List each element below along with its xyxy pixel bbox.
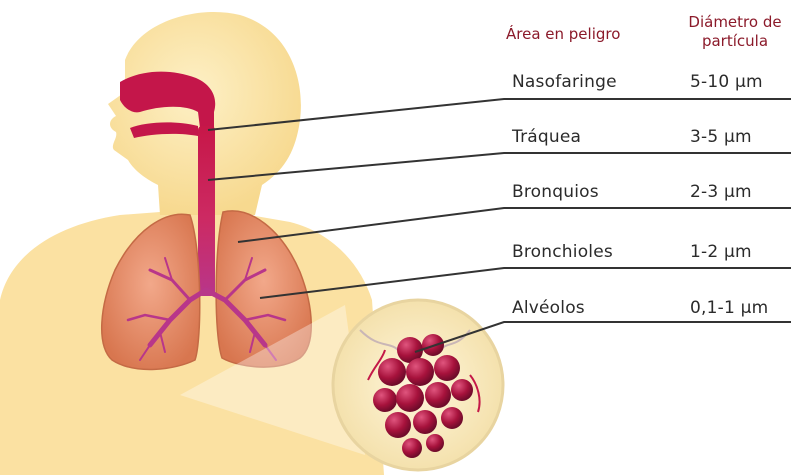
- header-diameter-label: Diámetro de partícula: [680, 13, 790, 51]
- trachea-icon: [198, 126, 215, 296]
- row-value-bronchioles: 1-2 µm: [690, 242, 752, 262]
- row-label-traquea: Tráquea: [512, 127, 581, 147]
- row-label-bronquios: Bronquios: [512, 182, 599, 202]
- row-value-bronquios: 2-3 µm: [690, 182, 752, 202]
- row-value-alveolos: 0,1-1 µm: [690, 298, 768, 318]
- alveoli-magnifier-icon: [333, 300, 503, 470]
- header-diameter-line2: partícula: [680, 32, 790, 51]
- leader-line-traquea: [208, 153, 791, 180]
- row-value-nasofaringe: 5-10 µm: [690, 72, 763, 92]
- header-area-label: Área en peligro: [506, 25, 620, 44]
- header-diameter-line1: Diámetro de: [680, 13, 790, 32]
- row-label-nasofaringe: Nasofaringe: [512, 72, 617, 92]
- row-label-bronchioles: Bronchioles: [512, 242, 613, 262]
- row-value-traquea: 3-5 µm: [690, 127, 752, 147]
- row-label-alveolos: Alvéolos: [512, 298, 585, 318]
